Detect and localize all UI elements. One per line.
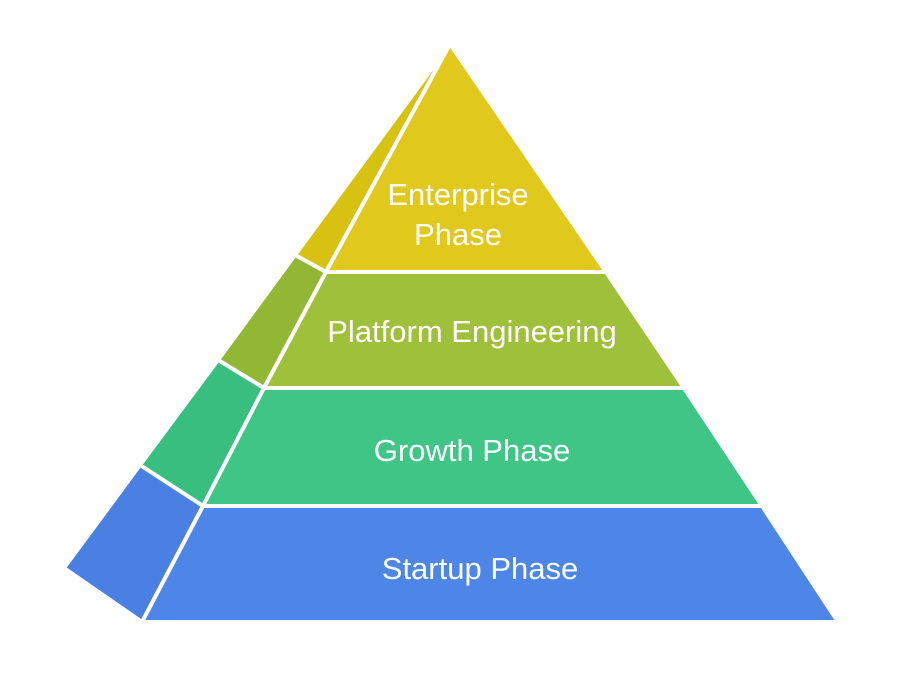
tier-startup: Startup Phase (62, 463, 840, 624)
tier-platform-label: Platform Engineering (327, 314, 617, 349)
tier-startup-front (140, 504, 840, 624)
tier-startup-label: Startup Phase (382, 551, 578, 586)
tier-enterprise-label-line1: Enterprise (387, 177, 528, 212)
tier-enterprise-label-line2: Phase (414, 217, 502, 252)
tier-enterprise: Enterprise Phase (293, 42, 608, 274)
tier-growth-label: Growth Phase (374, 433, 570, 468)
tier-platform: Platform Engineering (216, 253, 686, 390)
